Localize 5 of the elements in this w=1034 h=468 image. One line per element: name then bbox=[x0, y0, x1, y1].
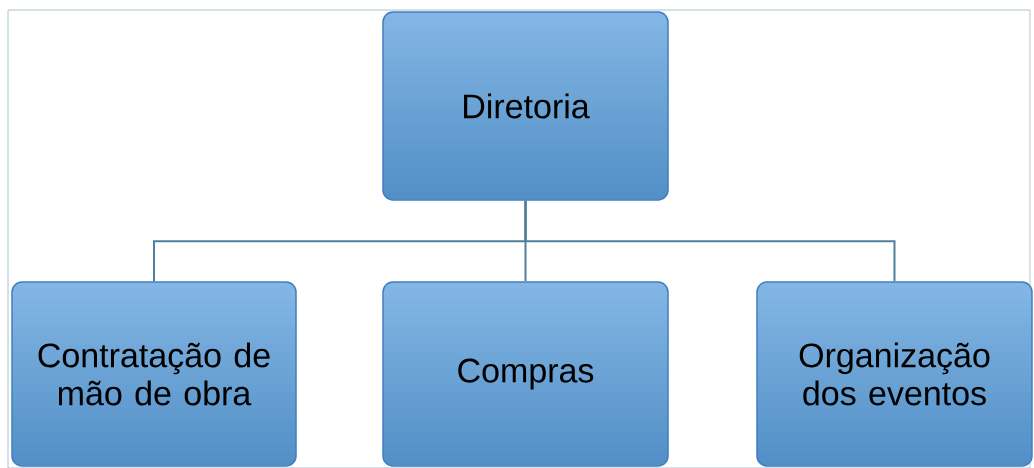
org-box: Contratação de mão de obra bbox=[11, 281, 297, 467]
org-box: Compras bbox=[382, 281, 669, 467]
connector-line bbox=[524, 199, 896, 283]
org-box: Diretoria bbox=[382, 11, 669, 201]
org-box: Organização dos eventos bbox=[756, 281, 1033, 467]
